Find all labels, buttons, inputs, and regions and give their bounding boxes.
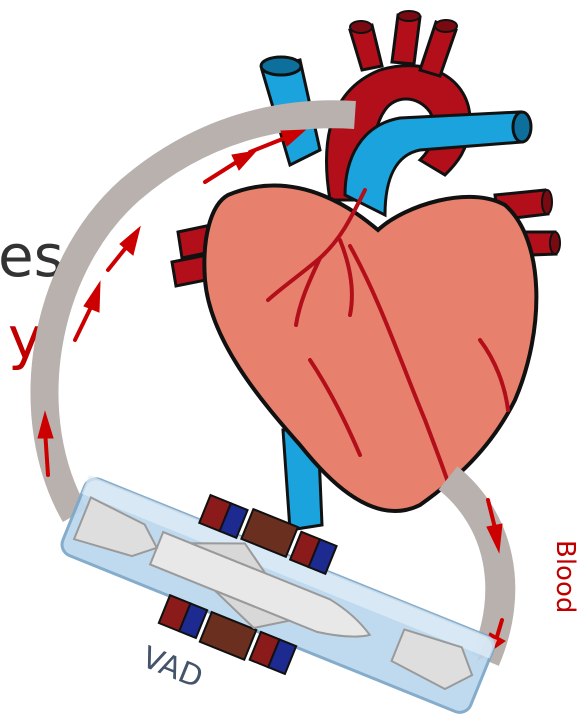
blood-label: Blood — [550, 540, 580, 613]
